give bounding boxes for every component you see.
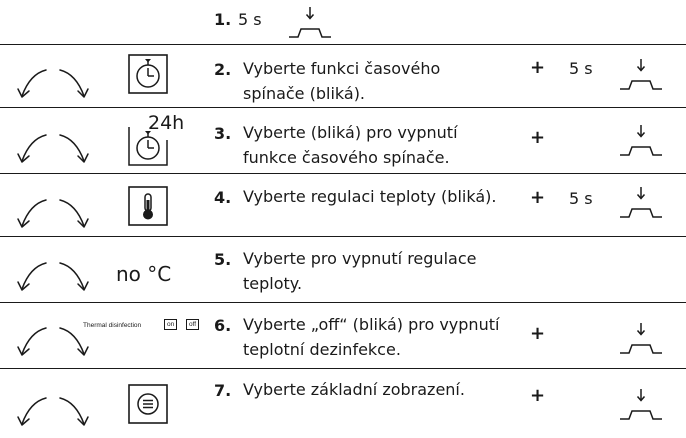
- step-text-line1: Vyberte základní zobrazení.: [243, 380, 465, 399]
- rotate-arrows-icon: [17, 397, 89, 426]
- button-press-icon: [620, 125, 662, 156]
- thermometer-icon: [128, 186, 168, 226]
- button-press-icon: [620, 323, 662, 354]
- divider: [0, 368, 686, 369]
- plus-sign: +: [530, 323, 546, 344]
- plus-sign: +: [530, 187, 546, 208]
- step-number: 7.: [214, 381, 232, 400]
- menu-icon: [128, 384, 168, 424]
- thermal-disinfection-label: Thermal disinfection: [83, 322, 142, 329]
- plus-sign: +: [530, 57, 546, 78]
- on-toggle: on: [164, 319, 178, 330]
- plus-sign: +: [530, 385, 546, 406]
- step-number: 4.: [214, 188, 232, 207]
- rotate-arrows-icon: [17, 69, 89, 98]
- divider: [0, 302, 686, 303]
- hold-duration: 5 s: [238, 10, 262, 29]
- step-text-line1: Vyberte funkci časového: [243, 59, 441, 78]
- no-temperature-label: no °C: [116, 262, 172, 286]
- timer-icon: [128, 54, 168, 94]
- step-number: 6.: [214, 316, 232, 335]
- plus-sign: +: [530, 127, 546, 148]
- rotate-arrows-icon: [17, 262, 89, 291]
- off-toggle: off: [186, 319, 200, 330]
- step-text-line2: teplotní dezinfekce.: [243, 340, 401, 359]
- divider: [0, 107, 686, 108]
- hold-duration: 5 s: [569, 189, 593, 208]
- divider: [0, 173, 686, 174]
- button-press-icon: [620, 389, 662, 420]
- step-text-line1: Vyberte „off“ (bliká) pro vypnutí: [243, 315, 500, 334]
- button-press-icon: [289, 7, 331, 38]
- button-press-icon: [620, 187, 662, 218]
- rotate-arrows-icon: [17, 199, 89, 228]
- step-number: 5.: [214, 250, 232, 269]
- step-number: 1.: [214, 10, 232, 29]
- divider: [0, 236, 686, 237]
- step-text-line2: funkce časového spínače.: [243, 148, 450, 167]
- hold-duration: 5 s: [569, 59, 593, 78]
- step-text-line1: Vyberte regulaci teploty (bliká).: [243, 187, 497, 206]
- step-number: 3.: [214, 124, 232, 143]
- rotate-arrows-icon: [17, 134, 89, 163]
- button-press-icon: [620, 59, 662, 90]
- rotate-arrows-icon: [17, 327, 89, 356]
- step-text-line1: Vyberte (bliká) pro vypnutí: [243, 123, 458, 142]
- timer-icon: [128, 127, 168, 166]
- step-text-line2: teploty.: [243, 274, 303, 293]
- divider: [0, 44, 686, 45]
- timer-24h-label: 24h: [148, 112, 185, 134]
- step-number: 2.: [214, 60, 232, 79]
- step-text-line1: Vyberte pro vypnutí regulace: [243, 249, 477, 268]
- step-text-line2: spínače (bliká).: [243, 84, 366, 103]
